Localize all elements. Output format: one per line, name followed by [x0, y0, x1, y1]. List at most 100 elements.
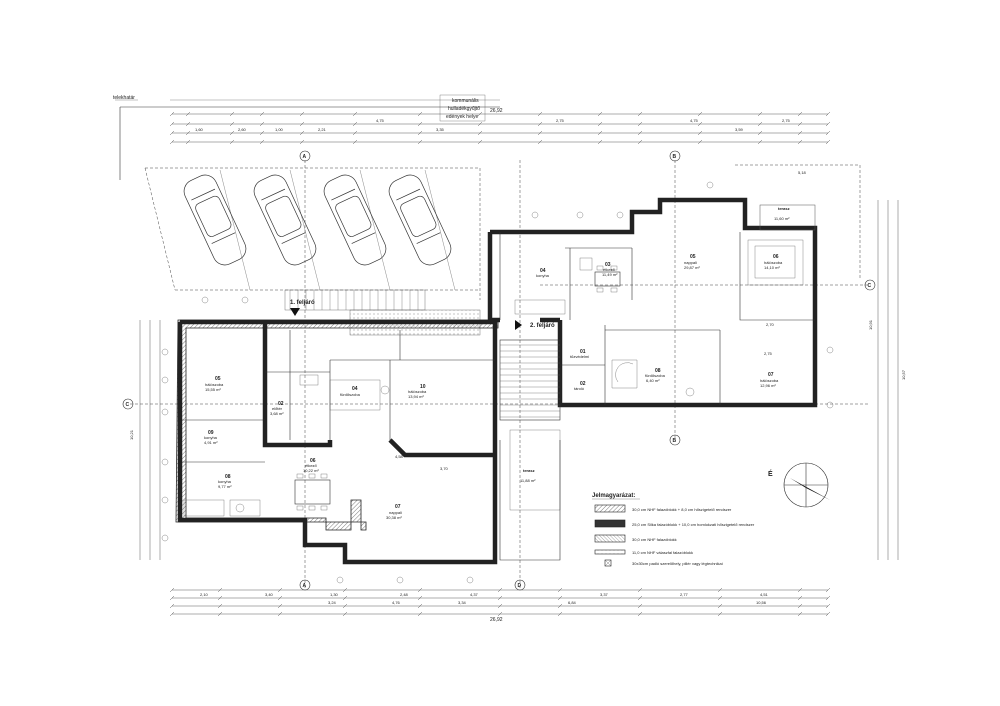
svg-text:1,00: 1,00	[275, 127, 284, 132]
reference-marker	[826, 401, 834, 409]
dimension-tick	[342, 611, 348, 617]
dimension-tick	[417, 111, 423, 117]
reference-marker	[241, 296, 249, 304]
dimension-tick	[717, 595, 723, 601]
dimension-tick	[597, 139, 603, 145]
svg-text:06: 06	[773, 254, 779, 260]
dimension-tick	[825, 603, 831, 609]
svg-text:01: 01	[580, 349, 586, 355]
chair	[610, 265, 618, 271]
entrance-2-marker: 2. feljáró	[515, 320, 555, 330]
svg-text:10,57: 10,57	[901, 369, 906, 380]
svg-text:3,70: 3,70	[440, 466, 449, 471]
svg-text:30,0 cm NHF falazóblokk: 30,0 cm NHF falazóblokk	[632, 537, 677, 542]
room-label: terasz 11,60 m²	[774, 206, 790, 221]
dimension-tick	[597, 111, 603, 117]
svg-text:C: C	[868, 283, 872, 289]
legend-swatch	[594, 534, 626, 543]
svg-text:4,75: 4,75	[376, 118, 385, 123]
svg-text:3,40: 3,40	[265, 592, 274, 597]
dimension-tick	[825, 611, 831, 617]
chair	[320, 505, 328, 511]
svg-text:hálószoba: hálószoba	[760, 378, 779, 383]
dimension-tick	[825, 121, 831, 127]
dimension-tick	[717, 611, 723, 617]
interior-dimensions: 5,18 4,58 3,70 2,70 2,75 3,24 4,76 3,34 …	[328, 170, 807, 605]
svg-text:1. feljáró: 1. feljáró	[290, 300, 315, 306]
svg-text:11,60 m²: 11,60 m²	[774, 216, 790, 221]
dimension-tick	[185, 111, 191, 117]
reference-marker	[161, 458, 169, 466]
dimension-tick	[557, 611, 563, 617]
dimension-tick	[229, 130, 235, 136]
svg-text:kommunális: kommunális	[452, 98, 479, 104]
legend-swatch	[594, 519, 626, 528]
axis-b-top-marker	[669, 150, 681, 162]
svg-text:5,18: 5,18	[798, 170, 807, 175]
dimension-tick	[217, 595, 223, 601]
dimension-tick	[217, 587, 223, 593]
svg-text:6,40 m²: 6,40 m²	[646, 378, 660, 383]
dimension-tick	[342, 595, 348, 601]
dimension-tick	[259, 139, 265, 145]
svg-text:tároló: tároló	[574, 386, 585, 391]
property-line: telekhatár	[113, 95, 500, 180]
reference-marker	[396, 576, 404, 584]
dimension-tick	[797, 130, 803, 136]
central-stair	[499, 339, 561, 561]
reference-marker	[161, 348, 169, 356]
dimension-tick	[717, 587, 723, 593]
svg-text:06: 06	[310, 458, 316, 464]
axis-c-left-marker	[122, 398, 134, 410]
svg-text:3,34: 3,34	[458, 600, 467, 605]
room-label: 07 hálószoba 12,96 m²	[760, 372, 779, 388]
reference-marker	[531, 211, 539, 219]
svg-text:2,21: 2,21	[318, 127, 327, 132]
dimension-tick	[229, 121, 235, 127]
svg-text:4,75: 4,75	[690, 118, 699, 123]
dimension-tick	[825, 595, 831, 601]
dimension-tick	[557, 587, 563, 593]
room-label: 04 fürdőszoba	[340, 386, 361, 397]
waste-area-label: kommunális hulladékgyűjtő edények helye	[170, 94, 500, 122]
right-dimension-lines: 10,57 10,91	[868, 200, 906, 560]
dimension-tick	[342, 587, 348, 593]
dimension-tick	[169, 595, 175, 601]
dimension-tick	[229, 139, 235, 145]
svg-text:2,48: 2,48	[400, 592, 409, 597]
parked-car	[253, 174, 317, 266]
dimension-tick	[277, 611, 283, 617]
dimension-tick	[259, 130, 265, 136]
room-label: 06 étkező 10,22 m²	[303, 458, 319, 473]
axis-b-bottom-marker	[669, 434, 681, 446]
dimension-tick	[825, 139, 831, 145]
svg-text:05: 05	[215, 376, 221, 382]
dimension-tick	[637, 139, 643, 145]
chair	[296, 473, 304, 479]
dimension-tick	[537, 139, 543, 145]
entrance-1-marker: 1. feljáró	[290, 300, 315, 316]
dimension-tick	[537, 130, 543, 136]
room-labels: 03 étkező 11,49 m² 04 konyha 05 nappali …	[204, 206, 790, 520]
dimension-tick	[299, 111, 305, 117]
dimension-tick	[537, 111, 543, 117]
dimension-tick	[299, 139, 305, 145]
svg-text:3,37: 3,37	[600, 592, 609, 597]
dimension-tick	[417, 121, 423, 127]
dimension-tick	[697, 130, 703, 136]
dimension-tick	[477, 121, 483, 127]
svg-text:A: A	[303, 154, 307, 160]
room-label: 01 tűzvédelmi	[570, 349, 589, 359]
svg-text:konyha: konyha	[536, 273, 550, 278]
svg-text:B: B	[673, 154, 677, 160]
svg-text:3,24: 3,24	[328, 600, 337, 605]
legend: Jelmagyarázat: 30,0 cm NHF falazóblokk +…	[592, 493, 755, 567]
svg-text:étkező: étkező	[305, 463, 318, 468]
dimension-tick	[417, 603, 423, 609]
dimension-tick	[277, 587, 283, 593]
room-label: 08 konyha 9,77 m²	[218, 474, 232, 489]
dimension-tick	[637, 121, 643, 127]
svg-text:nappali: nappali	[684, 260, 697, 265]
svg-text:3,35: 3,35	[436, 127, 445, 132]
room-label: 02 tároló	[574, 381, 586, 391]
